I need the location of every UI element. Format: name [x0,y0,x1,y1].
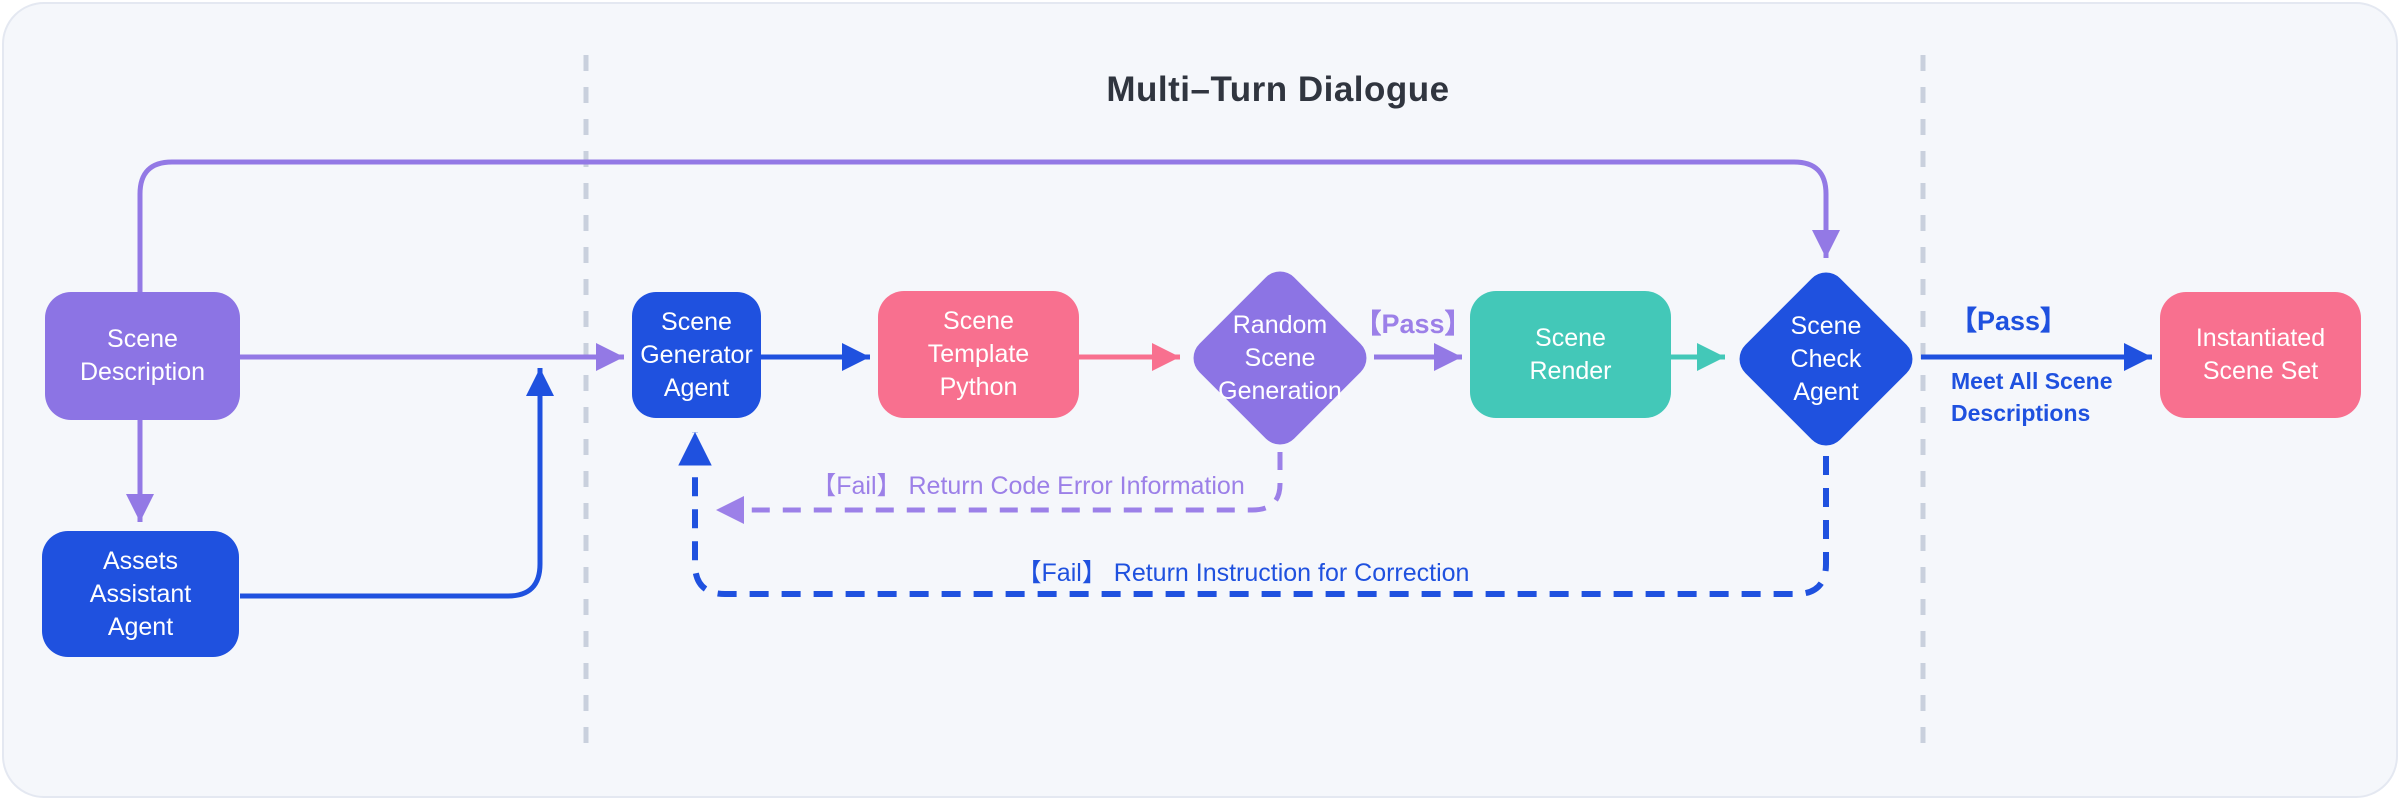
node-instantiated-scene-set: Instantiated Scene Set [2160,292,2361,418]
diagram-title: Multi–Turn Dialogue [1106,70,1450,109]
node-scene-template-python-label: Scene Template Python [927,307,1030,401]
node-random-scene-generation: Random Scene Generation [1185,263,1375,453]
node-scene-generator-agent: Scene Generator Agent [632,292,761,418]
node-scene-template-python: Scene Template Python [878,291,1079,418]
label-fail-return-instruction-correction: 【Fail】 Return Instruction for Correction [1016,559,1470,587]
label-fail-return-code-error: 【Fail】 Return Code Error Information [811,472,1245,500]
label-pass-random-scene: 【Pass】 [1354,309,1472,339]
node-assets-assistant-agent: Assets Assistant Agent [42,531,239,657]
node-scene-description: Scene Description [45,292,240,420]
label-meet-all-scene-descriptions: Meet All Scene Descriptions [1951,368,2113,427]
connector-assets-agent-to-flow [240,368,554,599]
node-scene-check-agent: Scene Check Agent [1731,264,1921,454]
node-random-scene-generation-label: Random Scene Generation [1218,310,1342,405]
node-scene-render: Scene Render [1470,291,1671,418]
node-scene-description-label: Scene Description [79,325,206,386]
node-instantiated-scene-set-label: Instantiated Scene Set [2195,324,2326,385]
node-assets-assistant-agent-label: Assets Assistant Agent [89,546,192,641]
connector-fail-code-error-dashed [716,452,1283,524]
connector-description-loop-to-check-agent [137,159,1840,292]
node-scene-check-agent-label: Scene Check Agent [1790,311,1862,406]
label-pass-check-agent: 【Pass】 [1950,306,2068,336]
node-scene-render-label: Scene Render [1529,323,1612,385]
connector-fail-correction-dashed [678,432,1829,597]
node-scene-generator-agent-label: Scene Generator Agent [640,307,753,402]
